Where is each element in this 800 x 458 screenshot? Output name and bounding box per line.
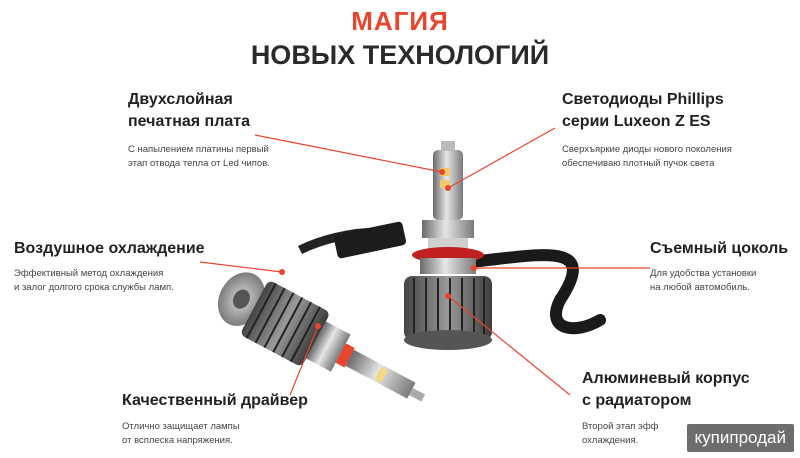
feature-housing-title-line2: с радиатором [582, 392, 692, 409]
feature-leds-desc-line1: Сверхъяркие диоды нового поколения [562, 144, 732, 155]
feature-leds-desc: Сверхъяркие диоды нового поколения обесп… [562, 143, 732, 171]
feature-base-desc: Для удобства установки на любой автомоби… [650, 267, 756, 295]
feature-housing-desc: Второй этап эфф охлаждения. [582, 420, 659, 448]
feature-leds-title-line1: Светодиоды Phillips [562, 91, 724, 108]
feature-pcb-desc-line2: этап отвода тепла от Led чипов. [128, 158, 270, 169]
feature-cooling-desc: Эффективный метод охлаждения и залог дол… [14, 267, 174, 295]
bulb-horizontal [217, 272, 426, 402]
pointer-dots [279, 169, 477, 329]
feature-leds-title: Светодиоды Phillips серии Luxeon Z ES [562, 89, 724, 133]
title-accent: МАГИЯ [351, 6, 449, 36]
feature-housing-desc-line1: Второй этап эфф [582, 421, 659, 432]
feature-driver-title: Качественный драйвер [122, 392, 308, 409]
pointer-lines [199, 127, 650, 396]
cable [297, 221, 606, 335]
feature-base-title: Съемный цоколь [650, 240, 789, 257]
feature-leds-title-line2: серии Luxeon Z ES [562, 113, 711, 130]
feature-base-desc-line2: на любой автомобиль. [650, 282, 750, 293]
feature-pcb-title-line2: печатная плата [128, 113, 250, 130]
feature-pcb-desc-line1: С напылением платины первый [128, 144, 269, 155]
feature-driver-desc: Отлично защищает лампы от всплеска напря… [122, 420, 240, 448]
feature-pcb-title-line1: Двухслойная [128, 91, 233, 108]
feature-base-desc-line1: Для удобства установки [650, 268, 757, 279]
feature-pcb-title: Двухслойная печатная плата [128, 89, 250, 133]
bulb-upright [404, 141, 492, 350]
feature-cooling-desc-line2: и залог долгого срока службы ламп. [14, 282, 174, 293]
feature-leds-desc-line2: обеспечиваю плотный пучок света [562, 158, 715, 169]
page-title: НОВЫХ ТЕХНОЛОГИЙ [250, 40, 550, 70]
feature-housing-desc-line2: охлаждения. [582, 435, 639, 446]
feature-cooling-title: Воздушное охлаждение [14, 240, 205, 257]
feature-driver-desc-line1: Отлично защищает лампы [122, 421, 240, 432]
feature-cooling-desc-line1: Эффективный метод охлаждения [14, 268, 164, 279]
feature-driver-desc-line2: от всплеска напряжения. [122, 435, 233, 446]
feature-housing-title: Алюминевый корпус с радиатором [582, 368, 750, 412]
feature-housing-title-line1: Алюминевый корпус [582, 370, 750, 387]
feature-pcb-desc: С напылением платины первый этап отвода … [128, 143, 270, 171]
watermark-logo: купипродай [686, 424, 794, 452]
